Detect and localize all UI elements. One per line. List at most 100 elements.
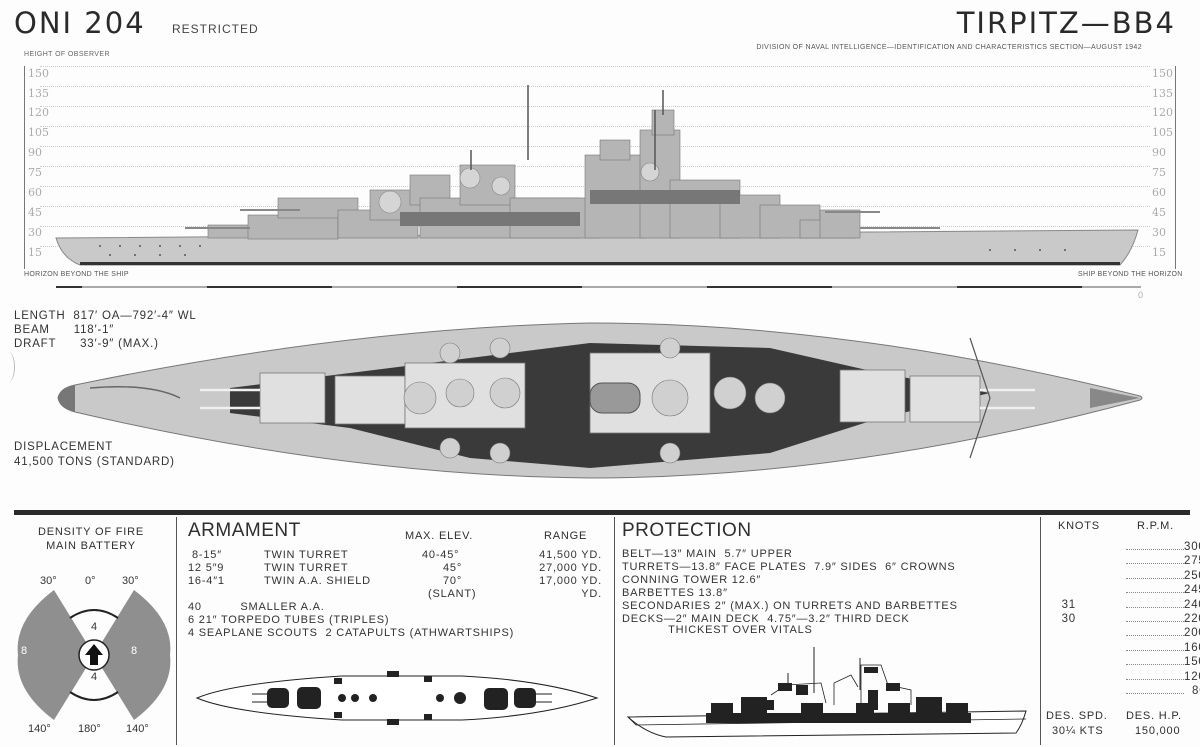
arm-elev: 40-45° [422,549,460,561]
protection-line: BELT—13″ MAIN 5.7″ UPPER [622,548,793,560]
draft-spec: DRAFT 33′-9″ (MAX.) [14,338,159,350]
max-elev-header: MAX. ELEV. [405,530,474,542]
tick-label: 45 [1152,206,1166,219]
density-title-line1: DENSITY OF FIRE [38,526,144,538]
tick-label: 105 [1152,126,1173,139]
length-scale-bar [56,286,1141,288]
horizon-right-label: SHIP BEYOND THE HORIZON [1078,271,1183,278]
speed-row: 300 [1050,540,1200,554]
section-divider [14,510,1190,515]
fire-density-diagram [17,590,171,720]
speed-row: 250 [1050,569,1200,583]
tick-label: 60 [28,186,42,199]
speed-row: 31240 [1061,598,1200,611]
arm-extra: 6 21″ TORPEDO TUBES (TRIPLES) [188,614,390,626]
angle-label: 30° [122,575,139,587]
speed-rpm-table: 300 275 250 245 31240 30220 200 160 150 … [1050,540,1200,698]
tick-label: 60 [1152,186,1166,199]
protection-line: DECKS—2″ MAIN DECK 4.75″—3.2″ THIRD DECK [622,613,910,625]
arm-range: 27,000 YD. [539,562,602,574]
ship-profile-illustration [55,85,1139,266]
sector-value-fore: 4 [91,621,98,633]
protection-line: SECONDARIES 2″ (MAX.) ON TURRETS AND BAR… [622,600,958,612]
angle-label: 30° [40,575,57,587]
speed-row: 30220 [1061,613,1200,626]
sector-value-left: 8 [21,645,28,657]
angle-label: 140° [126,723,149,735]
height-of-observer-label: HEIGHT OF OBSERVER [24,51,110,58]
length-spec: LENGTH 817′ OA—792′-4″ WL [14,310,197,322]
scale-zero-label: 0 [1138,290,1144,300]
division-line: DIVISION OF NAVAL INTELLIGENCE—IDENTIFIC… [756,44,1142,51]
speed-row: 160 [1050,641,1200,655]
speed-row: 275 [1050,554,1200,568]
document-id: ONI 204 [14,6,146,40]
protection-title: PROTECTION [622,520,752,541]
ship-title: TIRPITZ—BB4 [956,6,1176,40]
arm-qty: 12 5″9 [188,562,225,574]
design-hp-label: DES. H.P. [1126,710,1182,722]
arm-type: TWIN TURRET [264,562,349,574]
protection-line: TURRETS—13.8″ FACE PLATES 7.9″ SIDES 6″ … [622,561,956,573]
protection-line: BARBETTES 13.8″ [622,587,728,599]
tick-label: 30 [1152,226,1166,239]
speed-row: 150 [1050,655,1200,669]
displacement-value: 41,500 TONS (STANDARD) [14,456,175,468]
tick-label: 120 [28,106,49,119]
arm-elev: 45° [443,562,463,574]
angle-label: 180° [78,723,101,735]
displacement-label: DISPLACEMENT [14,441,114,453]
column-divider [614,517,615,745]
arm-qty: 16-4″1 [188,575,225,587]
horizon-left-label: HORIZON BEYOND THE SHIP [24,271,129,278]
arm-qty: 8-15″ [192,549,222,561]
sector-value-aft: 4 [91,671,98,683]
arm-extra: 40 SMALLER A.A. [188,601,325,613]
tick-label: 45 [28,206,42,219]
tick-label: 30 [28,226,42,239]
arm-range: 17,000 YD. [539,575,602,587]
tick-label: 135 [28,87,49,100]
speed-row: 80 [1050,684,1200,698]
armament-title: ARMAMENT [188,520,301,541]
tick-label: 15 [28,246,42,259]
speed-row: 245 [1050,583,1200,597]
column-divider [1040,517,1041,745]
beam-spec: BEAM 118′-1″ [14,324,115,336]
speed-row: 120 [1050,670,1200,684]
punch-hole-mark [2,352,15,382]
density-title-line2: MAIN BATTERY [46,540,136,552]
column-divider [176,517,177,745]
sector-value-right: 8 [131,645,138,657]
density-of-fire-title: DENSITY OF FIRE MAIN BATTERY [12,525,170,553]
design-speed-label: DES. SPD. [1046,710,1108,722]
scale-axis-left [24,66,25,269]
arm-type: TWIN A.A. SHIELD [264,575,371,587]
knots-header: KNOTS [1058,520,1100,532]
tick-label: 150 [1152,67,1173,80]
scale-axis-right [1175,66,1176,269]
arm-range: YD. [581,588,602,600]
angle-label: 0° [85,575,96,587]
tick-label: 105 [28,126,49,139]
tick-label: 135 [1152,87,1173,100]
angle-label: 140° [28,723,51,735]
rpm-header: R.P.M. [1137,520,1174,532]
arm-type: TWIN TURRET [264,549,349,561]
plan-silhouette [195,671,599,725]
profile-silhouette [626,647,1027,738]
tick-label: 75 [1152,166,1166,179]
design-hp-value: 150,000 [1135,725,1181,737]
speed-row: 200 [1050,626,1200,640]
tick-label: 120 [1152,106,1173,119]
arm-elev: (SLANT) [428,588,477,600]
range-header: RANGE [544,530,588,542]
arm-range: 41,500 YD. [539,549,602,561]
ship-plan-illustration [57,322,1143,479]
arm-elev: 70° [443,575,463,587]
protection-line: THICKEST OVER VITALS [622,624,813,636]
tick-label: 75 [28,166,42,179]
tick-label: 150 [28,67,49,80]
classification-label: RESTRICTED [172,22,259,36]
tick-label: 90 [1152,146,1166,159]
